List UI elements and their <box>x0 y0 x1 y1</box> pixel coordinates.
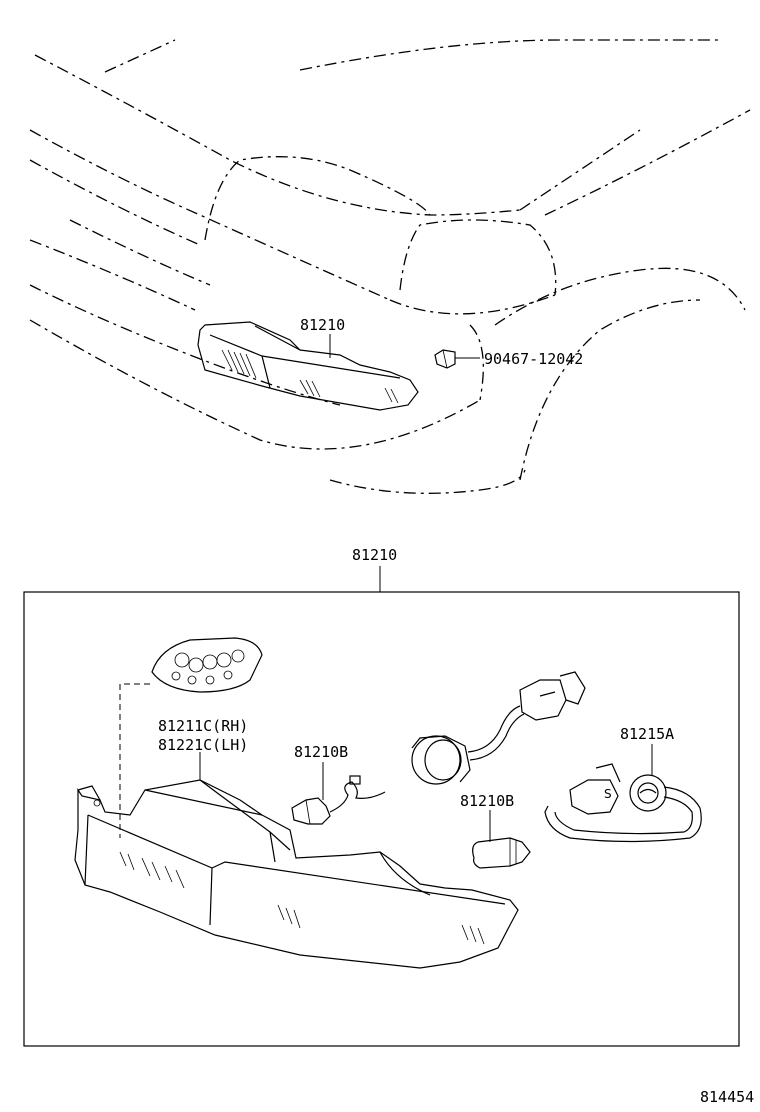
socket-81215A: S <box>544 763 702 843</box>
diagram-id: 814454 <box>700 1088 754 1106</box>
turn-lamp-assembly <box>74 779 519 969</box>
lens-gasket-part <box>151 637 263 693</box>
bulb-with-wire <box>291 775 386 825</box>
leader-gasket <box>119 683 150 838</box>
label-bulb-upper: 81210B <box>294 743 348 761</box>
vehicle-turn-lamp <box>197 321 419 411</box>
socket-harness <box>411 671 586 785</box>
vehicle-body-outline <box>29 39 751 494</box>
bulb-wedge <box>472 837 531 869</box>
label-clip: 90467-12042 <box>484 350 583 368</box>
assembly-frame <box>23 591 740 1047</box>
clip-part <box>434 349 456 369</box>
label-lens-rh: 81211C(RH) <box>158 717 248 735</box>
label-assembly: 81210 <box>352 546 397 564</box>
label-lens-lh: 81221C(LH) <box>158 736 248 754</box>
label-socket: 81215A <box>620 725 674 743</box>
label-bulb-lower: 81210B <box>460 792 514 810</box>
svg-text:S: S <box>604 787 612 801</box>
label-top-lamp: 81210 <box>300 316 345 334</box>
